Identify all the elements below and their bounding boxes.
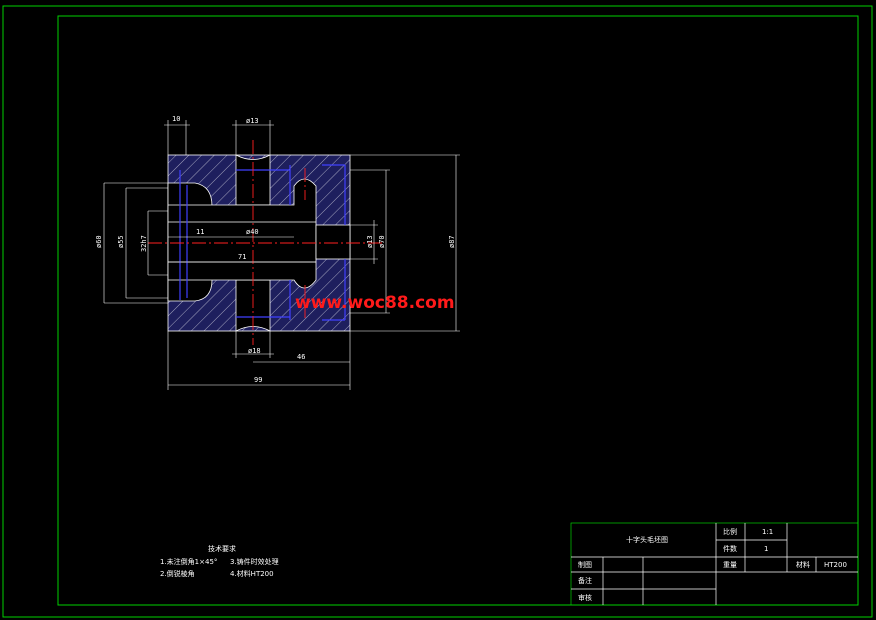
- scale-label: 比例: [723, 527, 737, 536]
- dim-phi13-top: ø13: [246, 117, 259, 125]
- dim-99: 99: [254, 376, 262, 384]
- tech-req-item-3: 3.铸件时效处理: [230, 557, 279, 566]
- dim-phi70: ø70: [378, 235, 386, 248]
- dim-46: 46: [297, 353, 305, 361]
- dim-71: 71: [238, 253, 246, 261]
- outer-frame: [2, 5, 873, 618]
- dim-phi13-right: ø13: [366, 235, 374, 248]
- part-name: 十字头毛坯图: [626, 535, 668, 544]
- dim-phi40: ø40: [246, 228, 259, 236]
- watermark: www.woc88.com: [295, 293, 455, 313]
- tech-req-item-2: 2.倒锐棱角: [160, 569, 195, 578]
- material-value: HT200: [824, 561, 847, 569]
- tech-req-item-4: 4.材料HT200: [230, 569, 274, 578]
- inner-frame: [57, 15, 859, 606]
- dim-11: 11: [196, 228, 204, 236]
- tech-req-title: 技术要求: [208, 544, 236, 553]
- dimension-lines: [103, 120, 460, 390]
- review-label: 审核: [578, 593, 592, 602]
- note-label: 备注: [578, 576, 592, 585]
- dim-phi87: ø87: [448, 235, 456, 248]
- tech-req-item-1: 1.未注倒角1×45°: [160, 557, 217, 566]
- qty-value: 1: [764, 545, 768, 553]
- dim-phi60: ø60: [95, 235, 103, 248]
- qty-label: 件数: [723, 544, 737, 553]
- mass-label: 重量: [723, 561, 737, 569]
- part-section: [148, 140, 382, 345]
- dim-32h7: 32h7: [140, 235, 148, 252]
- right-bore: [315, 224, 351, 260]
- tech-requirements: 技术要求 1.未注倒角1×45° 3.铸件时效处理 2.倒锐棱角 4.材料HT2…: [160, 544, 279, 578]
- title-block: [570, 522, 859, 606]
- dim-phi18: ø18: [248, 347, 261, 355]
- drawn-label: 制图: [578, 560, 592, 569]
- scale-value: 1:1: [762, 528, 773, 536]
- material-label: 材料: [796, 560, 810, 569]
- dim-phi55: ø55: [117, 235, 125, 248]
- dim-10: 10: [172, 115, 180, 123]
